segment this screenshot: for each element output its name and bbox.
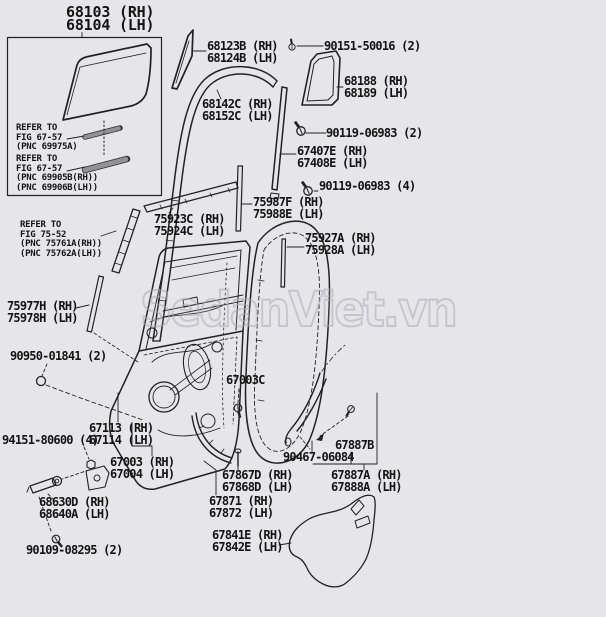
door-weatherstrip-loop-drawing [244, 220, 331, 464]
part-label-67871: 67871 (RH) 67872 (LH) [209, 494, 274, 520]
part-label-67867d: 67867D (RH) 67868D (LH) [222, 468, 293, 494]
part-label-75923c: 75923C (RH) 75924C (LH) [154, 212, 225, 238]
part-label-90119-upper: 90119-06983 (2) [326, 126, 423, 140]
refer-note-67-57-b: REFER TO FIG 67-57 (PNC 69905B(RH)) (PNC… [16, 154, 98, 193]
door-glass-drawing [62, 43, 152, 121]
part-label-90119-lower: 90119-06983 (4) [319, 179, 416, 193]
screw-67003c-icon [231, 388, 247, 420]
part-label-68123b: 68123B (RH) 68124B (LH) [207, 39, 278, 65]
corner-gutter-drawing [284, 344, 346, 450]
part-label-67003c: 67003C [226, 373, 265, 387]
glass-run-channel-drawing [152, 65, 278, 342]
part-label-68142c: 68142C (RH) 68152C (LH) [202, 97, 273, 123]
part-label-94151: 94151-80600 (4) [2, 433, 99, 447]
belt-moulding-drawing [143, 181, 239, 214]
part-label-68188: 68188 (RH) 68189 (LH) [344, 74, 409, 100]
part-label-75987f: 75987F (RH) 75988E (LH) [253, 195, 324, 221]
refer-note-75-52: REFER TO FIG 75-52 (PNC 75761A(RH)) (PNC… [20, 220, 102, 259]
part-label-67113: 67113 (RH) 67114 (LH) [89, 421, 154, 447]
screw-90467-icon [316, 404, 356, 441]
quarter-glass-drawing [171, 29, 207, 90]
screw-90119-upper-icon [289, 119, 327, 138]
part-label-67887a: 67887A (RH) 67888A (LH) [331, 468, 402, 494]
screw-90119-lower-icon [296, 179, 319, 198]
service-hole-cover-drawing [278, 494, 376, 588]
retainer-strip-drawing [235, 165, 253, 232]
part-label-68630d: 68630D (RH) 68640A (LH) [39, 495, 110, 521]
part-label-90109: 90109-08295 (2) [26, 543, 123, 557]
clip-67867d-icon [234, 448, 242, 471]
screw-90151-icon [285, 37, 324, 52]
part-label-75977h: 75977H (RH) 75978H (LH) [7, 299, 78, 325]
screw-90109-icon [38, 496, 67, 549]
leader-lines-67887 [311, 392, 378, 471]
part-label-67407e: 67407E (RH) 67408E (LH) [297, 144, 368, 170]
refer-strip-drawing [100, 208, 141, 274]
door-glass-box-drawing [6, 32, 163, 197]
grommet-icon [35, 363, 144, 421]
part-label-67841e: 67841E (RH) 67842E (LH) [212, 528, 283, 554]
door-check-drawing [26, 446, 110, 501]
part-label-67003: 67003 (RH) 67004 (LH) [110, 455, 175, 481]
nut-94151-icon [86, 459, 96, 470]
rear-moulding-drawing [75, 275, 139, 363]
part-label-68103: 68103 (RH) 68104 (LH) [66, 3, 155, 34]
door-panel-drawing [108, 240, 251, 496]
part-label-90950: 90950-01841 (2) [10, 349, 107, 363]
quarter-window-drawing [301, 50, 344, 106]
weatherstrip-strip-drawing [280, 238, 305, 288]
division-sash-drawing [269, 86, 297, 200]
part-label-90151: 90151-50016 (2) [324, 39, 421, 53]
part-label-75927a: 75927A (RH) 75928A (LH) [305, 231, 376, 257]
part-label-67887b: 67887B [335, 438, 374, 452]
part-label-90467: 90467-06084 [283, 450, 354, 464]
refer-note-67-57-a: REFER TO FIG 67-57 (PNC 69975A) [16, 123, 78, 152]
